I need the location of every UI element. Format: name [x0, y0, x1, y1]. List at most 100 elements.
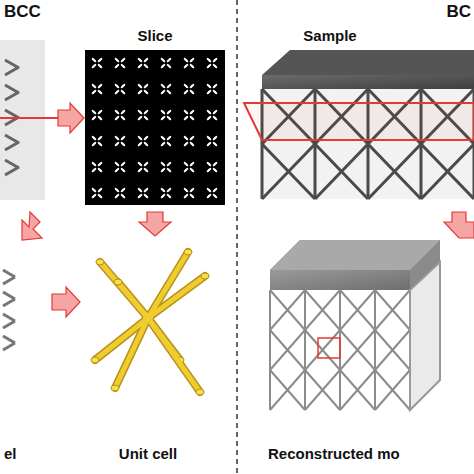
lattice-strut [305, 290, 340, 330]
slice-dot [137, 115, 143, 121]
panel-label: Reconstructed mo [268, 446, 400, 463]
panel-label: Slice [137, 28, 172, 45]
slice-dot [160, 187, 166, 193]
lattice-strut [368, 144, 421, 199]
bcc-sample-photo [0, 40, 60, 200]
slice-dot [189, 83, 195, 89]
lattice-strut [375, 370, 410, 410]
slice-dot [206, 141, 212, 147]
lattice-strut [421, 144, 474, 199]
lattice-strut [375, 290, 410, 330]
divider [236, 0, 238, 474]
lattice-strut [270, 370, 305, 410]
slice-dot [189, 89, 195, 95]
slice-dot [137, 141, 143, 147]
lattice-strut [305, 330, 340, 370]
slice-dot [166, 141, 172, 147]
slice-dot [114, 141, 120, 147]
slice-dot [212, 109, 218, 115]
slice-dot [137, 89, 143, 95]
lattice-strut [421, 144, 474, 199]
slice-dot [183, 115, 189, 121]
slice-dot [120, 161, 126, 167]
slice-dot [189, 63, 195, 69]
lattice-strut [305, 290, 340, 330]
lattice-strut [262, 144, 315, 199]
strut [148, 276, 205, 318]
slice-dot [212, 187, 218, 193]
unit-cell-struts [91, 249, 209, 395]
slice-dot [206, 193, 212, 199]
slice-dot [120, 167, 126, 173]
slice-dot [97, 83, 103, 89]
slice-dot [212, 141, 218, 147]
panel-title: BC [446, 3, 471, 22]
slice-dot [160, 141, 166, 147]
strut-end [196, 389, 204, 395]
slice-dot [166, 135, 172, 141]
slice-dot [137, 109, 143, 115]
slice-dot [114, 115, 120, 121]
slice-dot [160, 57, 166, 63]
lattice-strut [375, 330, 410, 370]
slice-dot [160, 83, 166, 89]
node [143, 313, 153, 323]
slice-dot [114, 63, 120, 69]
slice-dot [137, 193, 143, 199]
slice-dot [143, 161, 149, 167]
strut [115, 318, 148, 388]
lattice-strut [305, 370, 340, 410]
lattice-strut [270, 290, 305, 330]
slice-dot [183, 57, 189, 63]
slice-dot [212, 135, 218, 141]
slice-dot [114, 193, 120, 199]
slice-dot [183, 83, 189, 89]
lattice-strut [340, 290, 375, 330]
slice-dot [206, 115, 212, 121]
slice-dot [137, 187, 143, 193]
slice-dot [120, 115, 126, 121]
slice-dot [120, 63, 126, 69]
strut-end [114, 279, 122, 285]
slice-dot [143, 57, 149, 63]
slice-dot [120, 193, 126, 199]
slice-dot [206, 109, 212, 115]
slice-dot [206, 135, 212, 141]
slice-dot [91, 63, 97, 69]
slice-dot [189, 115, 195, 121]
slice-dot [97, 187, 103, 193]
slice-dot [91, 115, 97, 121]
slice-dot [189, 135, 195, 141]
slice-dot [212, 115, 218, 121]
panel-label: Unit cell [119, 446, 177, 463]
slice-dot [97, 57, 103, 63]
slice-dot [212, 167, 218, 173]
lattice-strut [340, 290, 375, 330]
panel-label: el [4, 446, 17, 463]
slice-dot [189, 161, 195, 167]
slice-dot [212, 89, 218, 95]
slice-dot [120, 109, 126, 115]
lattice-strut [270, 290, 305, 330]
lattice-strut [340, 370, 375, 410]
slice-dot [183, 141, 189, 147]
slice-dot [97, 161, 103, 167]
slice-dot [160, 109, 166, 115]
slice-dot [166, 83, 172, 89]
slice-dot [91, 161, 97, 167]
slice-dot [160, 63, 166, 69]
slice-dot [206, 167, 212, 173]
slice-dot [183, 167, 189, 173]
slice-dot [97, 63, 103, 69]
slice-dot [120, 135, 126, 141]
strut [100, 262, 148, 318]
strut-edge [118, 282, 148, 318]
panel-title: BCC [4, 3, 41, 22]
lattice-post [304, 290, 306, 410]
lattice-strut [315, 144, 368, 199]
panel-label: Sample [303, 28, 356, 45]
slice-dot [143, 115, 149, 121]
slice-dot [189, 167, 195, 173]
slice-dot [166, 89, 172, 95]
slice-dot [120, 57, 126, 63]
